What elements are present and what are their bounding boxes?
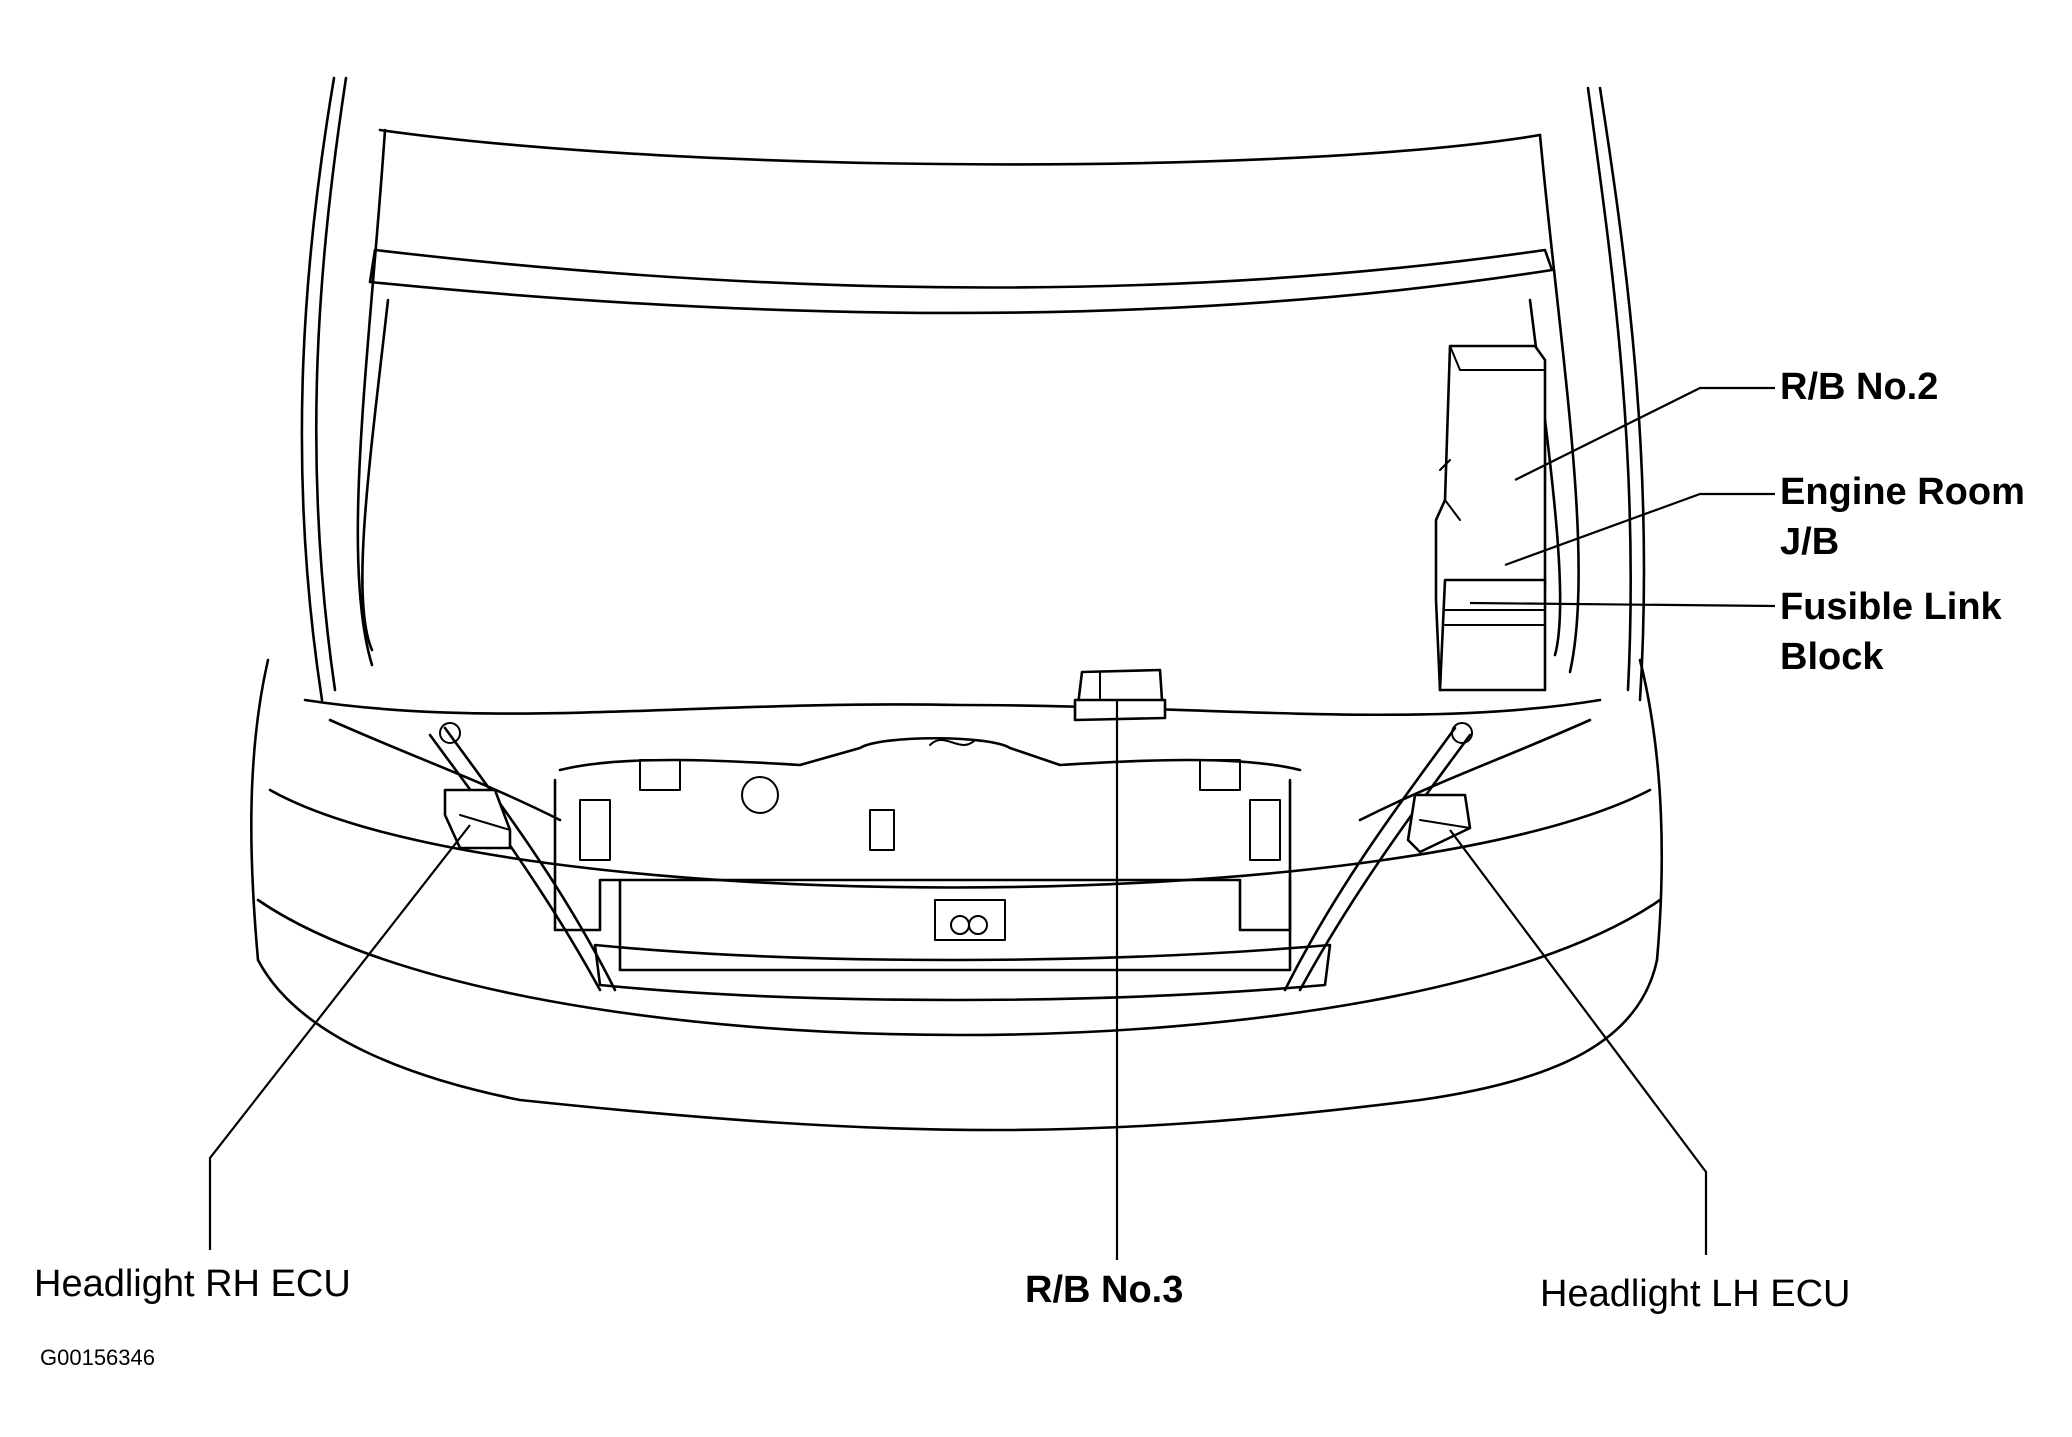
- leader-engine-room-jb: [1504, 492, 1775, 567]
- figure-id: G00156346: [40, 1345, 155, 1370]
- label-fusible-link-line1: Fusible Link: [1780, 586, 2002, 628]
- label-headlight-lh-ecu: Headlight LH ECU: [1540, 1273, 1851, 1315]
- radiator-support: [428, 722, 1473, 1002]
- hood: [300, 76, 1646, 702]
- headlight-lh-ecu-box: [1406, 793, 1472, 854]
- leader-lines: [208, 386, 1776, 1260]
- label-rb-no2: R/B No.2: [1780, 366, 1939, 408]
- leader-headlight-lh: [1449, 829, 1708, 1255]
- rb-no3-box: [1073, 668, 1167, 722]
- headlight-rh-ecu-box: [443, 788, 512, 850]
- label-engine-room-jb-line1: Engine Room: [1780, 471, 2025, 513]
- label-headlight-rh-ecu: Headlight RH ECU: [34, 1263, 351, 1305]
- leader-headlight-rh: [208, 824, 471, 1250]
- body-outline: [250, 658, 1664, 1132]
- engine-room-junction-block: [1434, 344, 1547, 692]
- leader-rb-no2: [1514, 386, 1775, 481]
- label-engine-room-jb-line2: J/B: [1780, 521, 1840, 563]
- leader-fusible-link: [1469, 601, 1776, 608]
- label-fusible-link-line2: Block: [1780, 636, 1884, 678]
- label-rb-no3: R/B No.3: [1025, 1269, 1184, 1311]
